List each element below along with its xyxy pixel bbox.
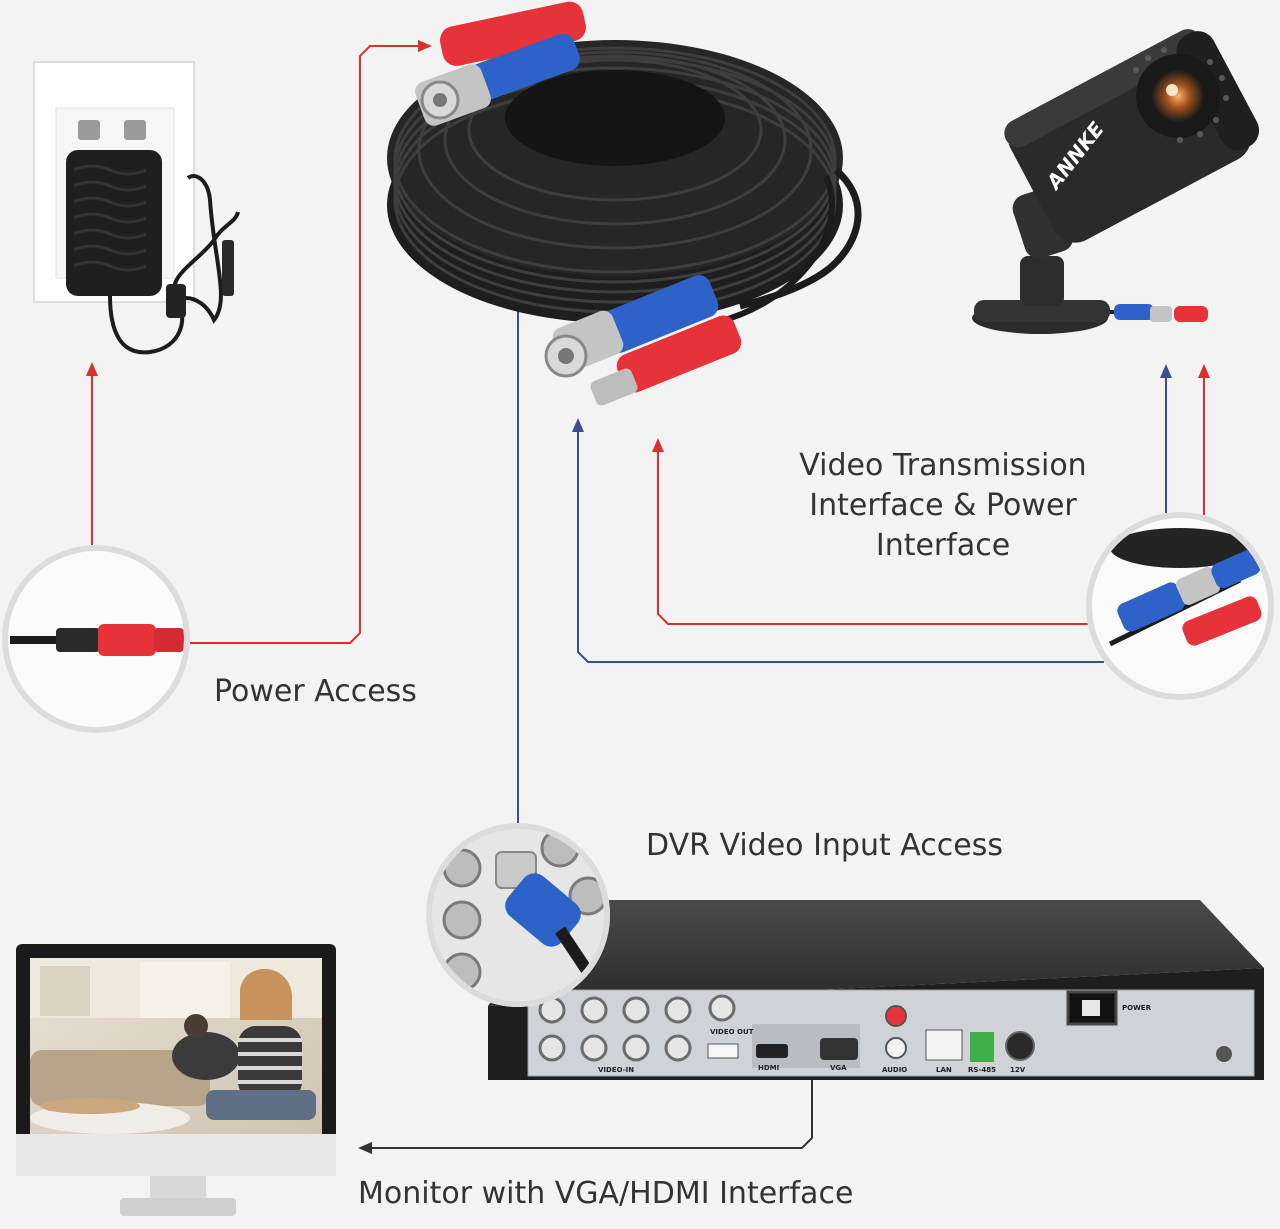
power-line-adapter bbox=[86, 362, 98, 545]
label-12v: 12V bbox=[1010, 1066, 1026, 1074]
label-video-out: VIDEO OUT bbox=[710, 1028, 754, 1036]
power-line-camera bbox=[652, 438, 1088, 625]
dvr-recorder-icon: VIDEO-IN VIDEO OUT HDMI VGA AUDIO LAN RS… bbox=[488, 900, 1264, 1080]
monitor-screen-scene bbox=[30, 958, 322, 1134]
bullet-camera-icon: ANNKE bbox=[972, 29, 1260, 334]
label-video-in: VIDEO-IN bbox=[598, 1066, 634, 1074]
label-hdmi: HDMI bbox=[758, 1064, 779, 1072]
label-power: POWER bbox=[1122, 1004, 1152, 1012]
label-vga: VGA bbox=[830, 1064, 847, 1072]
label-lan: LAN bbox=[936, 1066, 952, 1074]
socket-holes bbox=[78, 120, 146, 140]
bnc-cable-coil-icon bbox=[387, 1, 862, 406]
label-power-access: Power Access bbox=[214, 674, 417, 709]
inset-camera-connectors bbox=[1086, 512, 1274, 700]
video-in-ports bbox=[538, 996, 692, 1062]
inset-power-plug bbox=[2, 545, 190, 733]
power-adapter-icon bbox=[33, 61, 240, 355]
video-out-port bbox=[708, 994, 736, 1022]
label-rs485: RS-485 bbox=[968, 1066, 996, 1074]
camera-arrow-video bbox=[1160, 364, 1172, 514]
video-line-camera bbox=[572, 418, 1104, 663]
top-connectors bbox=[415, 1, 586, 126]
camera-arrow-power bbox=[1198, 364, 1210, 516]
power-line-to-cable bbox=[184, 40, 432, 644]
usb-port bbox=[707, 1043, 739, 1059]
hdmi-port bbox=[756, 1044, 788, 1058]
label-audio: AUDIO bbox=[882, 1066, 907, 1074]
monitor-icon bbox=[16, 944, 336, 1216]
audio-in-port bbox=[885, 1037, 907, 1059]
label-dvr-input-access: DVR Video Input Access bbox=[646, 828, 1003, 863]
label-monitor-interface: Monitor with VGA/HDMI Interface bbox=[358, 1176, 854, 1211]
audio-out-port bbox=[885, 1005, 907, 1027]
bottom-connectors bbox=[544, 275, 742, 406]
label-video-power-interface: Video Transmission Interface & Power Int… bbox=[799, 448, 1087, 563]
rs485-port bbox=[970, 1032, 994, 1062]
inset-dvr-input bbox=[426, 823, 610, 1007]
power-in-port bbox=[1005, 1031, 1035, 1061]
vga-port bbox=[820, 1038, 858, 1060]
lan-port bbox=[925, 1029, 963, 1061]
monitor-line bbox=[358, 1060, 813, 1154]
